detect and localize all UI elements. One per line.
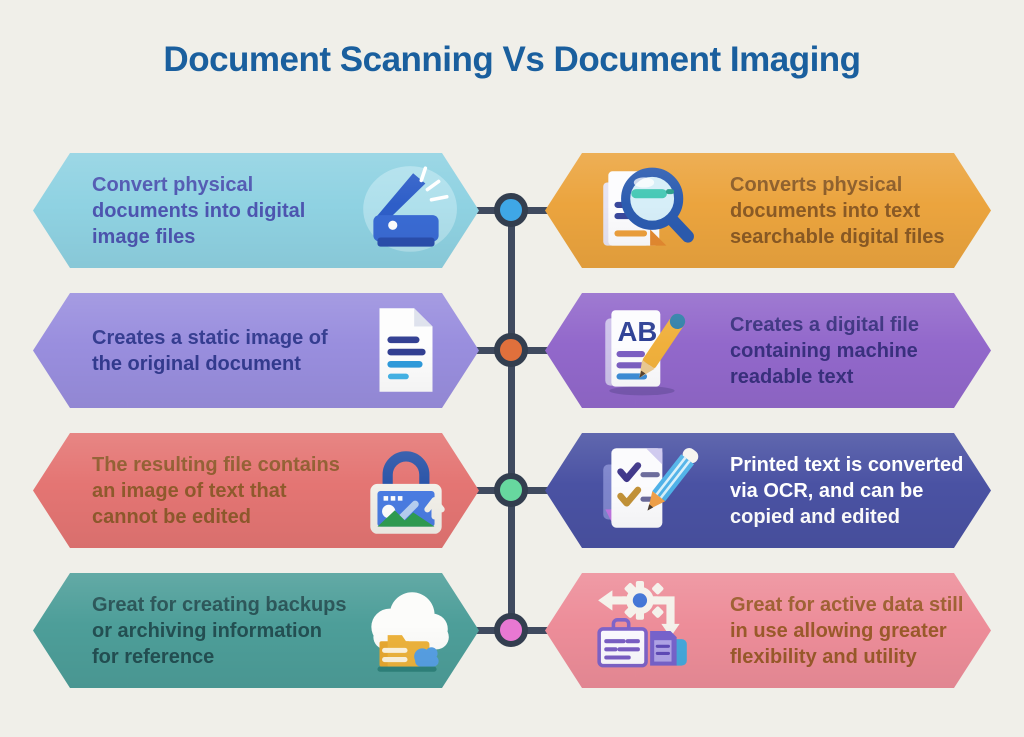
locked-image-icon [351, 438, 461, 544]
banner-scanning-4: Great for creating backups or archiving … [33, 573, 479, 688]
document-search-icon [583, 158, 705, 264]
page-title: Document Scanning Vs Document Imaging [163, 40, 861, 79]
svg-text:AB: AB [618, 315, 658, 346]
banner-text: Creates a digital file containing machin… [730, 313, 919, 388]
document-lines-icon [351, 298, 461, 404]
timeline-node-1 [494, 193, 528, 227]
banner-text: The resulting file contains an image of … [92, 453, 340, 528]
banner-text: Great for active data still in use allow… [730, 593, 964, 668]
banner-text: Great for creating backups or archiving … [92, 593, 347, 668]
gear-sync-icon [583, 578, 705, 684]
checklist-pencil-icon [583, 438, 705, 544]
scanner-icon [351, 158, 461, 264]
banner-imaging-3: Printed text is converted via OCR, and c… [545, 433, 991, 548]
banner-text: Creates a static image of the original d… [92, 326, 328, 375]
banner-imaging-4: Great for active data still in use allow… [545, 573, 991, 688]
banner-scanning-2: Creates a static image of the original d… [33, 293, 479, 408]
timeline-node-2 [494, 333, 528, 367]
cloud-archive-icon [351, 578, 461, 684]
ab-pencil-icon: AB [583, 298, 705, 404]
timeline-node-3 [494, 473, 528, 507]
timeline-line [508, 210, 515, 631]
banner-scanning-1: Convert physical documents into digital … [33, 153, 479, 268]
banner-imaging-2: AB Creates a digital file containing mac… [545, 293, 991, 408]
banner-scanning-3: The resulting file contains an image of … [33, 433, 479, 548]
banner-text: Convert physical documents into digital … [92, 173, 306, 248]
banner-imaging-1: Converts physical documents into text se… [545, 153, 991, 268]
banner-text: Printed text is converted via OCR, and c… [730, 453, 964, 528]
banner-text: Converts physical documents into text se… [730, 173, 945, 248]
timeline-node-4 [494, 613, 528, 647]
